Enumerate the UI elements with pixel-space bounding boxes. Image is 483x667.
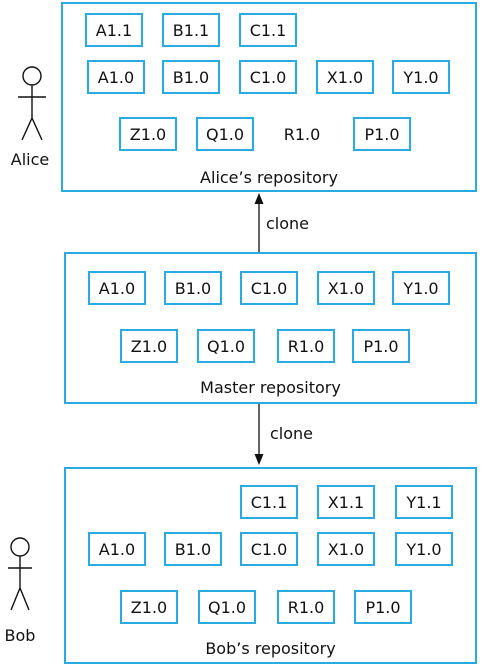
file-box: A1.0 bbox=[88, 532, 146, 566]
file-box: P1.0 bbox=[354, 590, 412, 624]
clone-label-bob: clone bbox=[270, 424, 314, 443]
file-box: B1.0 bbox=[164, 271, 222, 305]
alice-actor-icon bbox=[18, 66, 46, 141]
file-box: Y1.0 bbox=[395, 532, 453, 566]
file-box: Q1.0 bbox=[196, 117, 254, 151]
clone-arrow-to-bob bbox=[254, 404, 264, 465]
file-label-unboxed: R1.0 bbox=[273, 117, 331, 151]
file-box: B1.0 bbox=[164, 532, 222, 566]
file-box: Y1.0 bbox=[392, 60, 450, 94]
file-box: A1.0 bbox=[88, 271, 146, 305]
file-box: Z1.0 bbox=[120, 329, 178, 363]
file-box: P1.0 bbox=[353, 117, 411, 151]
file-box: B1.0 bbox=[162, 60, 220, 94]
file-box: A1.0 bbox=[87, 60, 145, 94]
bob-actor-label: Bob bbox=[4, 626, 36, 645]
file-box: Q1.0 bbox=[197, 329, 255, 363]
file-box: Q1.0 bbox=[198, 590, 256, 624]
file-box: C1.0 bbox=[239, 60, 297, 94]
file-box: Y1.1 bbox=[395, 485, 453, 519]
file-box: B1.1 bbox=[162, 13, 220, 47]
file-box: C1.0 bbox=[240, 532, 298, 566]
master-repository: A1.0 B1.0 C1.0 X1.0 Y1.0 Z1.0 Q1.0 R1.0 … bbox=[64, 252, 477, 404]
file-box: C1.1 bbox=[240, 485, 298, 519]
bob-actor-icon bbox=[8, 537, 32, 611]
file-box: X1.0 bbox=[317, 532, 375, 566]
file-box: R1.0 bbox=[277, 329, 335, 363]
file-box: C1.1 bbox=[239, 13, 297, 47]
bob-repository: C1.1 X1.1 Y1.1 A1.0 B1.0 C1.0 X1.0 Y1.0 … bbox=[64, 467, 477, 664]
file-box: Z1.0 bbox=[119, 117, 177, 151]
alice-repository-label: Alice’s repository bbox=[200, 168, 338, 187]
clone-label-alice: clone bbox=[266, 214, 310, 233]
file-box: X1.0 bbox=[316, 60, 374, 94]
file-box: X1.0 bbox=[317, 271, 375, 305]
file-box: Z1.0 bbox=[120, 590, 178, 624]
clone-arrow-to-alice bbox=[254, 193, 264, 252]
file-box: A1.1 bbox=[85, 13, 143, 47]
file-box: P1.0 bbox=[352, 329, 410, 363]
alice-repository: A1.1 B1.1 C1.1 A1.0 B1.0 C1.0 X1.0 Y1.0 … bbox=[61, 2, 477, 192]
bob-repository-label: Bob’s repository bbox=[205, 639, 336, 658]
alice-actor-label: Alice bbox=[10, 150, 50, 169]
file-box: X1.1 bbox=[317, 485, 375, 519]
file-box: C1.0 bbox=[240, 271, 298, 305]
file-box: Y1.0 bbox=[392, 271, 450, 305]
master-repository-label: Master repository bbox=[200, 378, 341, 397]
file-box: R1.0 bbox=[277, 590, 335, 624]
